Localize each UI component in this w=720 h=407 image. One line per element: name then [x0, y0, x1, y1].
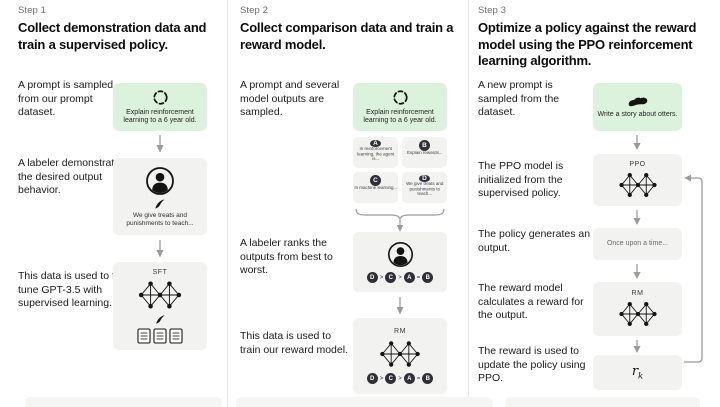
down-arrow-icon: [631, 339, 643, 354]
column-divider: [468, 0, 469, 407]
step3-prompt-text: A new prompt is sampled from the dataset…: [478, 79, 560, 118]
prompt-caption: Explain reinforcement learning to a 6 ye…: [123, 108, 197, 125]
step1-labeler-text: A labeler demonstrates the desired outpu…: [18, 157, 126, 196]
rank-separator: =: [416, 274, 421, 281]
step2-rm-text: This data is used to train our reward mo…: [240, 330, 348, 356]
step2-label: Step 2: [240, 5, 269, 16]
model-output-d: D We give treats and punishments to teac…: [402, 172, 447, 203]
otter-icon: [626, 95, 650, 108]
refresh-cycle-icon: [152, 89, 169, 106]
rank-separator: >: [379, 274, 384, 281]
neural-network-icon: [618, 300, 658, 328]
rank-letter: B: [422, 272, 434, 283]
neural-network-icon: [618, 171, 658, 199]
rank-letter: A: [403, 373, 415, 384]
step3-ppo-box: PPO: [593, 154, 682, 206]
bottom-section-edge: [505, 397, 700, 407]
quill-icon: [155, 314, 166, 325]
rank-letter: C: [385, 373, 397, 384]
labeler-person-icon: [387, 241, 414, 268]
prompt-caption: Explain reinforcement learning to a 6 ye…: [363, 108, 437, 125]
rank-separator: >: [398, 375, 402, 382]
step3-reward-text: The reward model calculates a reward for…: [478, 282, 584, 321]
generated-output-caption: Once upon a time...: [606, 239, 669, 247]
quill-icon: [154, 198, 166, 210]
output-letter: D: [419, 175, 430, 182]
step1-sft-text: This data is used to fine-tune GPT-3.5 w…: [18, 270, 133, 309]
down-arrow-icon: [631, 209, 643, 226]
ppo-model-label: PPO: [629, 161, 646, 168]
step2-reward-model-box: RM D > C > A = B: [353, 318, 447, 394]
labeler-caption: We give treats and punishments to teach.…: [126, 212, 194, 227]
step1-label: Step 1: [18, 5, 47, 16]
reward-value-symbol: rk: [631, 363, 644, 382]
output-letter: B: [419, 140, 430, 151]
down-arrow-icon: [631, 263, 643, 280]
step3-reward-value-box: rk: [593, 355, 682, 390]
down-arrow-icon: [154, 134, 166, 154]
rm-model-label: RM: [631, 290, 644, 297]
down-arrow-icon: [631, 134, 643, 151]
output-text: We give treats and punishments to teach.…: [405, 182, 444, 197]
output-letter: C: [370, 175, 381, 186]
step2-prompt-text: A prompt and several model outputs are s…: [240, 79, 340, 118]
curly-brace-arrow-icon: [353, 207, 447, 233]
sft-model-label: SFT: [152, 268, 168, 276]
step3-ppo-text: The PPO model is initialized from the su…: [478, 160, 564, 199]
neural-network-icon: [377, 339, 423, 369]
down-arrow-icon: [394, 296, 406, 316]
column-divider: [227, 0, 228, 407]
output-text: Explain rewards...: [406, 151, 443, 156]
step1-prompt-box: Explain reinforcement learning to a 6 ye…: [113, 83, 207, 131]
step3-label: Step 3: [478, 5, 507, 16]
refresh-cycle-icon: [392, 89, 409, 106]
output-text: In reinforcement learning, the agent is.…: [356, 147, 395, 162]
rm-model-label: RM: [394, 328, 406, 335]
step3-prompt-box: Write a story about otters.: [593, 83, 682, 131]
step3-update-text: The reward is used to update the policy …: [478, 345, 586, 384]
step1-prompt-text: A prompt is sampled from our prompt data…: [18, 79, 114, 118]
documents-icon: [137, 327, 183, 344]
feedback-loop-arrow: [681, 170, 708, 370]
step1-labeler-box: We give treats and punishments to teach.…: [113, 158, 207, 235]
rank-letter: B: [422, 373, 434, 384]
step3-output-text: The policy generates an output.: [478, 228, 591, 254]
step2-rank-text: A labeler ranks the outputs from best to…: [240, 237, 333, 276]
output-ranking: D > C > A = B: [366, 373, 434, 384]
prompt-caption: Write a story about otters.: [597, 110, 678, 118]
model-output-b: B Explain rewards...: [402, 137, 447, 168]
step1-sft-box: SFT: [113, 262, 207, 350]
step3-reward-model-box: RM: [593, 282, 682, 336]
step3-heading: Optimize a policy against the reward mod…: [478, 20, 697, 68]
step3-output-box: Once upon a time...: [593, 228, 682, 260]
step2-labeler-box: D > C > A = B: [353, 232, 447, 292]
output-letter: A: [370, 140, 381, 147]
rank-separator: =: [416, 375, 421, 382]
step2-prompt-box: Explain reinforcement learning to a 6 ye…: [353, 83, 447, 131]
rank-separator: >: [398, 274, 402, 281]
labeler-person-icon: [145, 166, 175, 196]
model-output-c: C In machine learning...: [353, 172, 398, 203]
rank-letter: D: [366, 272, 378, 283]
neural-network-icon: [137, 279, 183, 311]
output-text: In machine learning...: [354, 186, 397, 191]
output-ranking: D > C > A = B: [366, 272, 434, 283]
step1-heading: Collect demonstration data and train a s…: [18, 20, 207, 52]
step2-heading: Collect comparison data and train a rewa…: [240, 20, 454, 52]
rank-letter: A: [403, 272, 415, 283]
down-arrow-icon: [154, 239, 166, 259]
rank-separator: >: [379, 375, 384, 382]
model-output-a: A In reinforcement learning, the agent i…: [353, 137, 398, 168]
rank-letter: C: [385, 272, 397, 283]
rank-letter: D: [366, 373, 378, 384]
bottom-section-edge: [25, 397, 222, 407]
bottom-section-edge: [236, 397, 493, 407]
